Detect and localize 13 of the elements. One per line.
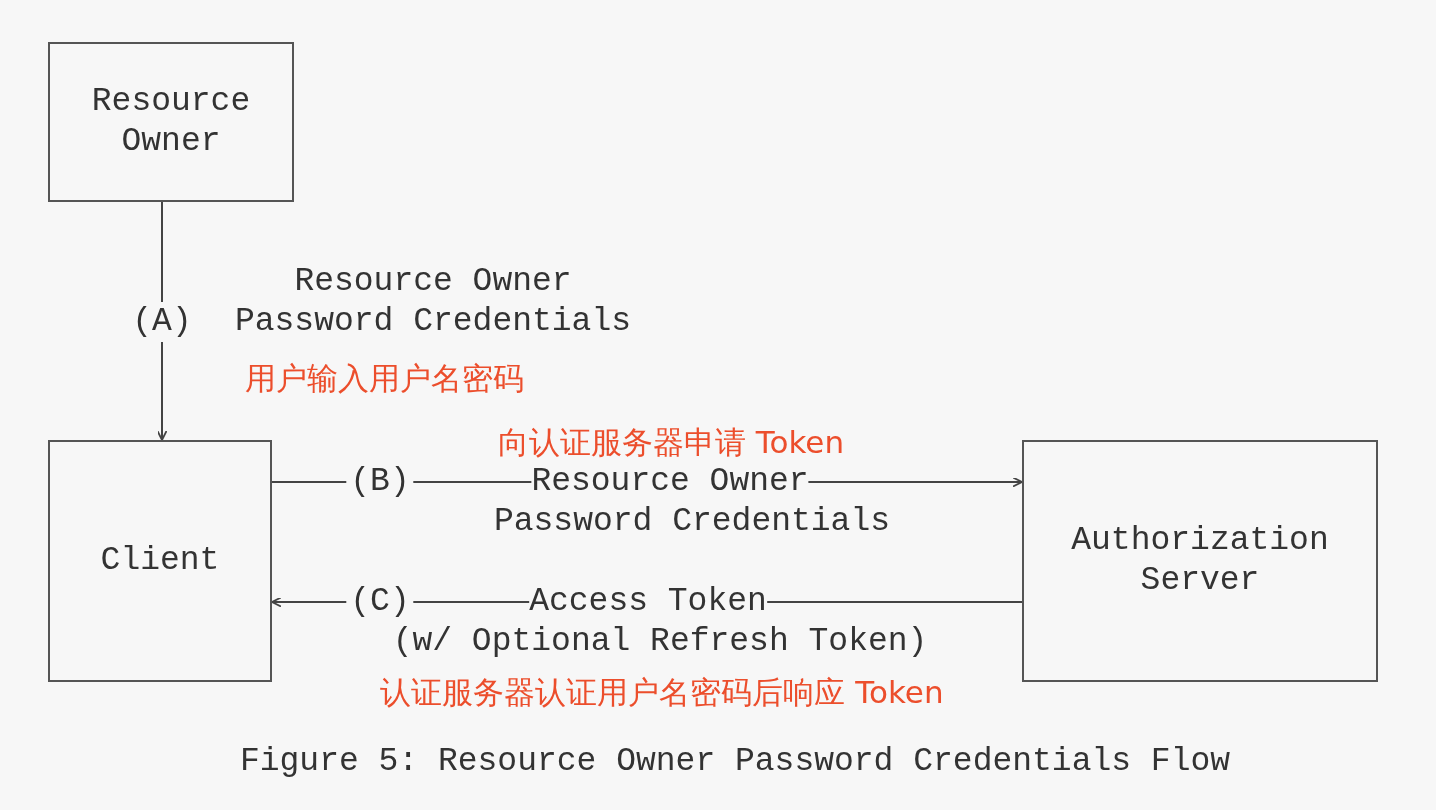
flow-label: (w/ Optional Refresh Token) <box>392 622 928 662</box>
annotation-text: 向认证服务器申请 Token <box>497 423 845 462</box>
flow-label: Resource Owner Password Credentials <box>233 262 633 342</box>
annotation-text: 用户输入用户名密码 <box>244 359 524 398</box>
process-box <box>48 42 294 202</box>
node-label: Client <box>100 541 220 581</box>
node-label: Resource Owner <box>90 82 252 162</box>
node-label: Authorization Server <box>1070 521 1330 601</box>
process-box <box>1022 440 1378 682</box>
annotation-text: 认证服务器认证用户名密码后响应 Token <box>380 673 944 712</box>
process-box <box>48 440 272 682</box>
figure-caption: Figure 5: Resource Owner Password Credentials Flow <box>239 742 1231 782</box>
flow-label: Password Credentials <box>493 502 891 542</box>
